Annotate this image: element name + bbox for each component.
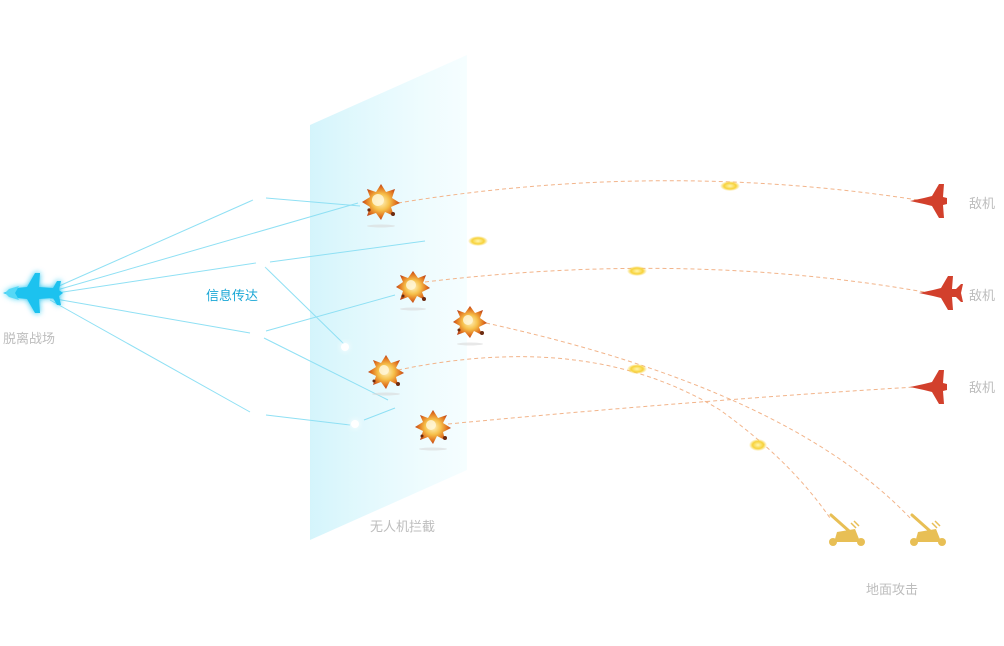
relay-line — [264, 266, 346, 346]
relay-line — [49, 202, 359, 293]
relay-node — [351, 420, 359, 428]
relay-line — [49, 199, 254, 291]
fighter-jet-icon — [910, 370, 947, 404]
relay-line — [265, 414, 351, 426]
relay-line — [49, 262, 257, 295]
own-jet-label: 脱离战场 — [3, 332, 56, 347]
relay-line — [49, 297, 251, 334]
missile-glow-icon — [720, 181, 740, 191]
drone-barrier-panel — [310, 55, 467, 540]
trajectory-enemy-3 — [447, 386, 916, 425]
enemy-label: 敌机 — [969, 381, 996, 396]
ground-attack-label: 地面攻击 — [866, 583, 919, 598]
explosion-icon — [415, 410, 451, 451]
ground-units — [829, 513, 946, 546]
drone-barrier-label: 无人机拦截 — [370, 520, 436, 535]
explosion-icon — [368, 355, 404, 396]
fighter-jet-icon — [3, 273, 63, 313]
missile-glow-icon — [627, 266, 647, 276]
trajectory-enemy-2 — [424, 267, 931, 294]
fighter-jet-icon — [919, 276, 963, 310]
missiles — [468, 181, 767, 451]
explosion-icon — [362, 184, 400, 228]
relay-line — [265, 294, 396, 332]
relay-node — [254, 410, 262, 418]
trajectory-ground-2 — [485, 322, 913, 521]
relay-node — [341, 343, 349, 351]
relay-line — [269, 240, 426, 263]
info-relay-label: 信息传达 — [206, 289, 259, 304]
artillery-cannon-icon — [910, 513, 946, 546]
relay-node — [254, 330, 262, 338]
enemy-label: 敌机 — [969, 289, 996, 304]
relay-line — [263, 337, 389, 401]
relay-line — [49, 299, 251, 413]
explosions — [362, 184, 487, 451]
enemy-label: 敌机 — [969, 197, 996, 212]
relay-line — [363, 407, 396, 421]
trajectory-enemy-1 — [397, 180, 919, 204]
missile-trajectories — [397, 180, 931, 521]
enemy-jets — [910, 184, 963, 404]
relay-line — [265, 197, 361, 207]
artillery-cannon-icon — [829, 513, 865, 546]
relay-node — [254, 195, 262, 203]
explosion-icon — [453, 306, 487, 346]
relay-node — [258, 259, 266, 267]
relay-nodes — [254, 195, 359, 428]
missile-glow-icon — [468, 236, 488, 246]
missile-glow-icon — [749, 439, 767, 451]
missile-glow-icon — [627, 364, 647, 374]
explosion-icon — [396, 271, 430, 311]
info-relay-lines — [49, 197, 426, 426]
fighter-jet-icon — [910, 184, 947, 218]
